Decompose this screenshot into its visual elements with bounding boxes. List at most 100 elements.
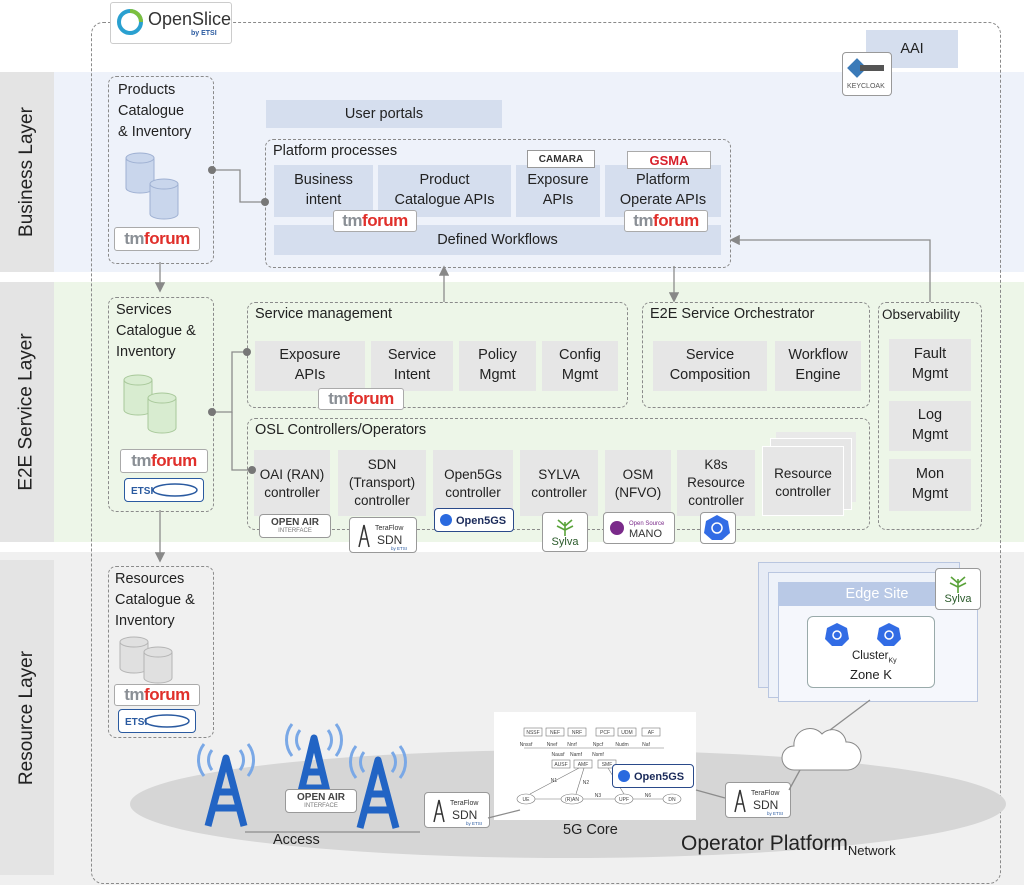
openslice-logo-text: OpenSlice (148, 9, 232, 29)
svg-text:by ETSI: by ETSI (466, 821, 482, 826)
sdn-transport-controller: SDN(Transport)controller (338, 450, 426, 516)
radio-towers (197, 723, 407, 829)
services-database-icon (123, 374, 177, 434)
access-label: Access (273, 832, 320, 848)
open5gs-logo: Open5GS (612, 764, 694, 788)
camara-logo: CAMARA (527, 150, 595, 168)
svg-text:Nnssf: Nnssf (520, 742, 533, 748)
openair-logo: OPEN AIR INTERFACE (285, 789, 357, 813)
osm-nfvo-controller: OSM(NFVO) (605, 450, 671, 516)
etsi-logo: ETSI (124, 478, 204, 502)
svg-text:Naf: Naf (642, 742, 650, 748)
sylva-tree-icon (949, 576, 967, 593)
observability-frame (878, 302, 982, 530)
cluster-label: ClusterKy (852, 650, 897, 665)
svg-text:N2: N2 (583, 780, 590, 786)
cloud-icon (781, 728, 862, 771)
svg-text:MANO: MANO (629, 528, 662, 540)
svg-text:NEF: NEF (550, 730, 560, 736)
svg-text:AF: AF (648, 730, 654, 736)
svg-text:Npcf: Npcf (593, 742, 604, 748)
svg-text:Nsmf: Nsmf (592, 752, 604, 758)
svg-text:SDN: SDN (452, 808, 477, 822)
keycloak-logo: KEYCLOAK (842, 52, 892, 96)
svg-text:Open5GS: Open5GS (634, 771, 684, 783)
openslice-logo: OpenSlice by ETSI (110, 2, 232, 44)
svg-text:(R)AN: (R)AN (565, 797, 579, 803)
svg-text:Nausf: Nausf (551, 752, 565, 758)
svg-text:PCF: PCF (600, 730, 610, 736)
svg-text:N1: N1 (551, 778, 558, 784)
svg-text:Nnef: Nnef (547, 742, 558, 748)
osl-controllers-title: OSL Controllers/Operators (255, 422, 427, 438)
svg-text:UE: UE (523, 797, 531, 803)
svg-text:AMF: AMF (578, 762, 589, 768)
svg-text:Open Source: Open Source (629, 521, 665, 527)
e2e-layer-label: E2E Service Layer (0, 282, 54, 542)
products-database-icon (125, 152, 179, 220)
e2e-orchestrator-frame (642, 302, 870, 408)
svg-text:N6: N6 (645, 793, 652, 799)
resources-catalogue-frame (108, 566, 214, 738)
service-management-title: Service management (255, 306, 393, 322)
resource-layer-label: Resource Layer (0, 560, 54, 875)
open5gs-logo: Open5GS (434, 508, 514, 532)
svg-text:SMF: SMF (602, 762, 613, 768)
5g-core-label: 5G Core (563, 822, 618, 838)
svg-text:UPF: UPF (619, 797, 629, 803)
products-catalogue-title: Products Catalogue & Inventory (118, 82, 192, 141)
sylva-tree-icon (556, 519, 574, 536)
svg-text:by ETSI: by ETSI (767, 811, 783, 816)
key-icon (847, 58, 884, 78)
svg-text:ETSI: ETSI (125, 717, 147, 728)
svg-text:SDN: SDN (753, 798, 778, 812)
keycloak-text: KEYCLOAK (847, 83, 885, 90)
kubernetes-icon (700, 512, 736, 544)
svg-text:SDN: SDN (377, 533, 402, 547)
svg-text:Nnrf: Nnrf (567, 742, 577, 748)
user-portals-box: User portals (266, 100, 502, 128)
open5gs-logo-mark: Open5GS (618, 770, 684, 783)
openslice-logo-icon (117, 9, 143, 35)
etsi-logo-mark: ETSI (131, 483, 198, 497)
svg-text:NRF: NRF (572, 730, 582, 736)
svg-text:Nudm: Nudm (615, 742, 628, 748)
business-layer-label: Business Layer (0, 72, 54, 272)
kubernetes-icon (825, 623, 901, 646)
oai-ran-controller: OAI (RAN)controller (254, 450, 330, 516)
svg-text:Open5GS: Open5GS (456, 515, 506, 527)
services-catalogue-title: Services Catalogue & Inventory (116, 302, 196, 361)
sylva-logo: Sylva (935, 568, 981, 610)
open5gs-logo-mark: Open5GS (440, 514, 506, 527)
etsi-logo-mark: ETSI (125, 714, 190, 728)
resources-database-icon (119, 636, 173, 684)
openslice-frame (91, 22, 1001, 884)
gsma-logo: GSMA (627, 151, 711, 169)
svg-text:DN: DN (668, 797, 676, 803)
svg-text:Namf: Namf (570, 752, 583, 758)
